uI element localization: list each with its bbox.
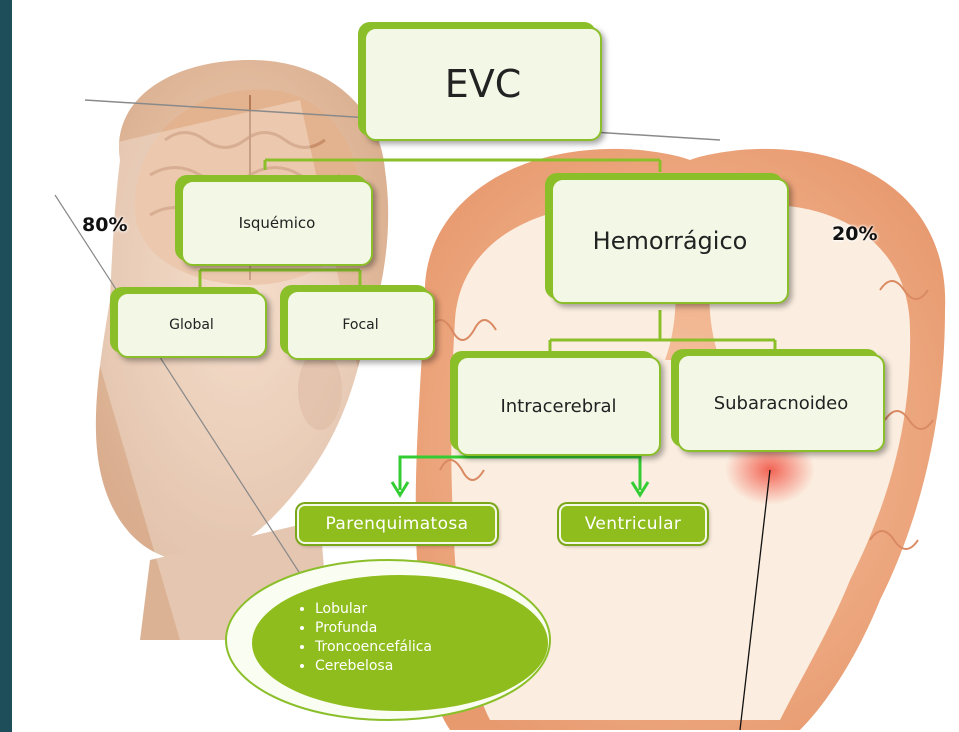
types-list-item: Profunda (315, 619, 432, 638)
types-list-item: Cerebelosa (315, 657, 432, 676)
focal-node: Focal (286, 290, 435, 360)
types-list-item: Troncoencefálica (315, 638, 432, 657)
ischemic-node: Isquémico (181, 180, 373, 266)
intracerebral-node: Intracerebral (456, 356, 661, 456)
root-node: EVC (364, 27, 602, 141)
parenchymal-label: Parenquimatosa (297, 504, 497, 544)
subarachnoid-node: Subaracnoideo (677, 354, 885, 452)
hemorrhagic-node: Hemorrágico (551, 178, 789, 304)
ischemic-percentage: 80% (82, 214, 127, 236)
parenchymal-types-list: Lobular Profunda Troncoencefálica Cerebe… (293, 600, 432, 676)
hemorrhagic-percentage: 20% (832, 223, 877, 245)
ventricular-label: Ventricular (559, 504, 707, 544)
left-edge-bar (0, 0, 12, 732)
types-list-item: Lobular (315, 600, 432, 619)
global-node: Global (116, 292, 267, 358)
